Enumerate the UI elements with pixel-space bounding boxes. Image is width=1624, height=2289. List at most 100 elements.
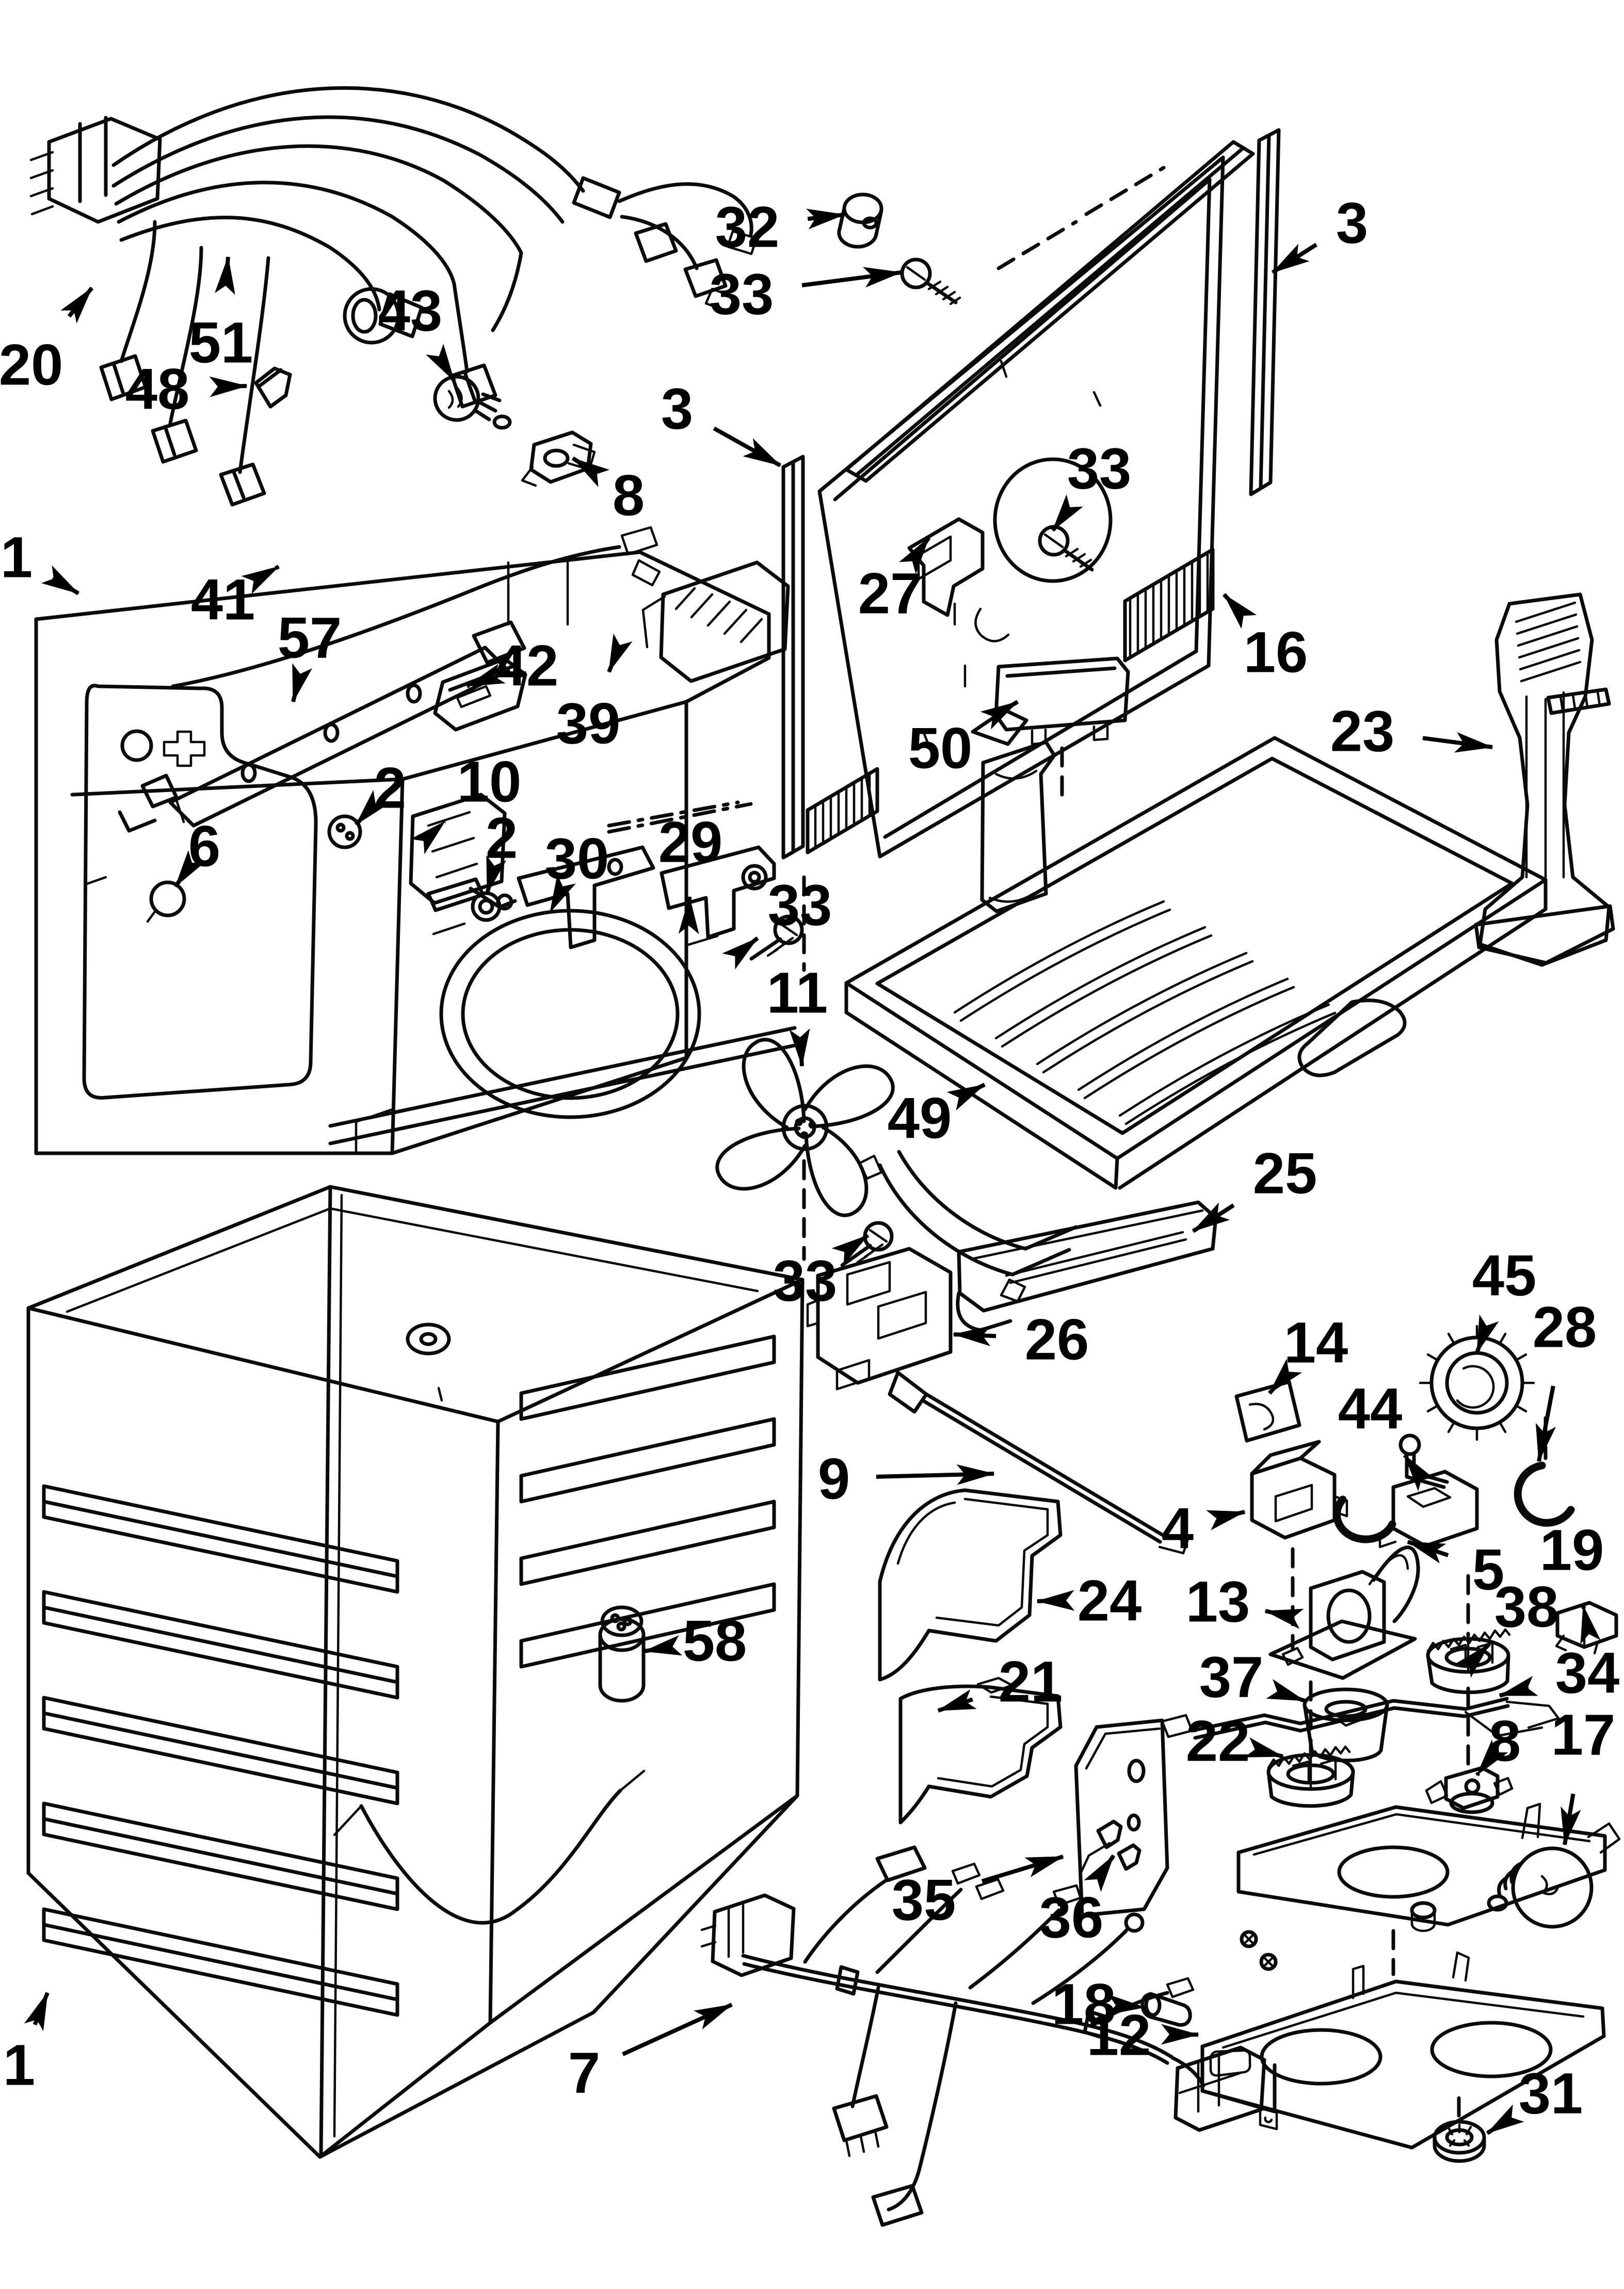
callout-32-6: 32 — [715, 195, 845, 259]
callout-51-1: 51 — [189, 256, 253, 375]
callout-29-26: 29 — [658, 810, 722, 934]
part-number-label: 12 — [1087, 2003, 1151, 2067]
leader-arrow — [1486, 2104, 1524, 2135]
liner-cabinet-art — [26, 1185, 805, 2159]
callout-20-0: 20 — [0, 286, 94, 397]
leader-arrow — [60, 286, 94, 324]
callout-58-48: 58 — [643, 1608, 747, 1673]
callout-14-32: 14 — [1268, 1310, 1348, 1395]
leader-arrow — [41, 565, 80, 595]
wiring-harness-art — [29, 86, 758, 507]
air-tower-art — [1474, 592, 1615, 967]
callout-3-5: 3 — [661, 376, 781, 468]
part-number-label: 2 — [374, 755, 406, 820]
callout-50-12: 50 — [908, 700, 1019, 780]
leader-arrow — [899, 536, 931, 574]
leader-arrow — [426, 344, 456, 382]
fan-assembly-art — [328, 802, 893, 1267]
leader-arrow — [1456, 1642, 1491, 1678]
part-number-label: 17 — [1551, 1702, 1616, 1767]
part-number-label: 42 — [494, 633, 559, 698]
part-number-label: 37 — [1199, 1645, 1264, 1709]
leader-arrow — [1561, 1793, 1581, 1846]
part-number-label: 35 — [892, 1867, 956, 1932]
callout-36-50: 36 — [1039, 1854, 1116, 1949]
callout-17-42: 17 — [1551, 1702, 1616, 1846]
part-number-label: 8 — [613, 463, 645, 527]
leader-arrow — [801, 267, 902, 288]
leader-arrow — [241, 565, 280, 594]
leader-arrow — [621, 2003, 733, 2056]
leader-arrow — [876, 1464, 995, 1485]
callout-4-36: 4 — [1162, 1496, 1246, 1560]
callout-23-13: 23 — [1330, 699, 1493, 763]
part-number-label: 10 — [457, 749, 522, 814]
callout-35-49: 35 — [892, 1855, 1064, 1932]
part-number-label: 3 — [1336, 190, 1368, 255]
leader-arrow — [355, 790, 389, 826]
leader-arrow — [1268, 1359, 1303, 1395]
part-number-label: 51 — [189, 310, 253, 375]
callout-16-11: 16 — [1223, 593, 1308, 684]
leader-arrow — [1192, 1202, 1235, 1233]
upper-liner-art — [34, 526, 790, 1155]
leader-arrow — [1475, 1739, 1508, 1777]
leader-arrow — [571, 456, 610, 487]
callout-44-35: 44 — [1338, 1376, 1435, 1491]
callout-43-3: 43 — [378, 278, 456, 382]
part-number-label: 2 — [486, 805, 518, 870]
callout-18-51: 18 — [1052, 1972, 1146, 2036]
leader-arrow — [789, 1028, 810, 1067]
callout-24-46: 24 — [1036, 1568, 1142, 1633]
callout-31-55: 31 — [1486, 2061, 1583, 2135]
callout-57-17: 57 — [278, 605, 342, 703]
callout-21-47: 21 — [937, 1649, 1063, 1714]
part-number-label: 58 — [683, 1608, 747, 1673]
part-number-label: 1 — [3, 2033, 35, 2097]
leader-arrow — [1084, 1854, 1116, 1892]
part-number-label: 20 — [0, 332, 63, 397]
part-number-label: 13 — [1186, 1569, 1250, 1634]
part-number-label: 34 — [1555, 1640, 1620, 1705]
leader-arrow — [1206, 1510, 1246, 1530]
callout-1-54: 1 — [3, 1992, 50, 2097]
part-number-label: 43 — [378, 278, 443, 343]
leader-arrow — [1499, 1675, 1538, 1698]
part-number-label: 32 — [715, 195, 780, 259]
leader-arrow — [466, 664, 506, 688]
callout-41-16: 41 — [191, 565, 280, 632]
leader-arrow — [1403, 1454, 1435, 1491]
part-number-label: 24 — [1078, 1568, 1142, 1633]
leader-arrow — [981, 1855, 1064, 1883]
callout-30-25: 30 — [545, 826, 609, 913]
callout-33-7: 33 — [710, 262, 902, 326]
part-number-label: 33 — [768, 873, 832, 937]
part-number-label: 3 — [661, 376, 693, 441]
part-number-label: 33 — [710, 262, 774, 326]
callout-5-37: 5 — [1407, 1537, 1504, 1602]
leader-arrow — [1535, 1385, 1556, 1462]
callout-12-52: 12 — [1087, 2003, 1199, 2067]
leader-arrow — [643, 1635, 683, 1656]
diagram-artwork — [26, 86, 1621, 2227]
part-number-label: 45 — [1472, 1243, 1537, 1308]
part-number-label: 44 — [1338, 1376, 1403, 1441]
callout-37-44: 37 — [1199, 1645, 1306, 1709]
callout-2-22: 2 — [355, 755, 406, 826]
leader-arrow — [806, 208, 845, 230]
leader-arrow — [1266, 1679, 1306, 1703]
part-number-label: 36 — [1039, 1885, 1104, 1949]
part-number-label: 48 — [125, 357, 190, 421]
leader-arrow — [722, 936, 759, 970]
leader-arrow — [946, 1083, 986, 1111]
bottom-harness-art — [700, 1845, 1266, 2227]
callout-13-38: 13 — [1186, 1569, 1304, 1634]
part-number-label: 28 — [1533, 1295, 1597, 1359]
part-number-label: 39 — [556, 691, 621, 755]
leader-arrow — [937, 1689, 977, 1713]
callout-27-8: 27 — [858, 536, 931, 625]
lamp-clip-art — [254, 366, 596, 487]
part-number-label: 18 — [1052, 1972, 1116, 2036]
